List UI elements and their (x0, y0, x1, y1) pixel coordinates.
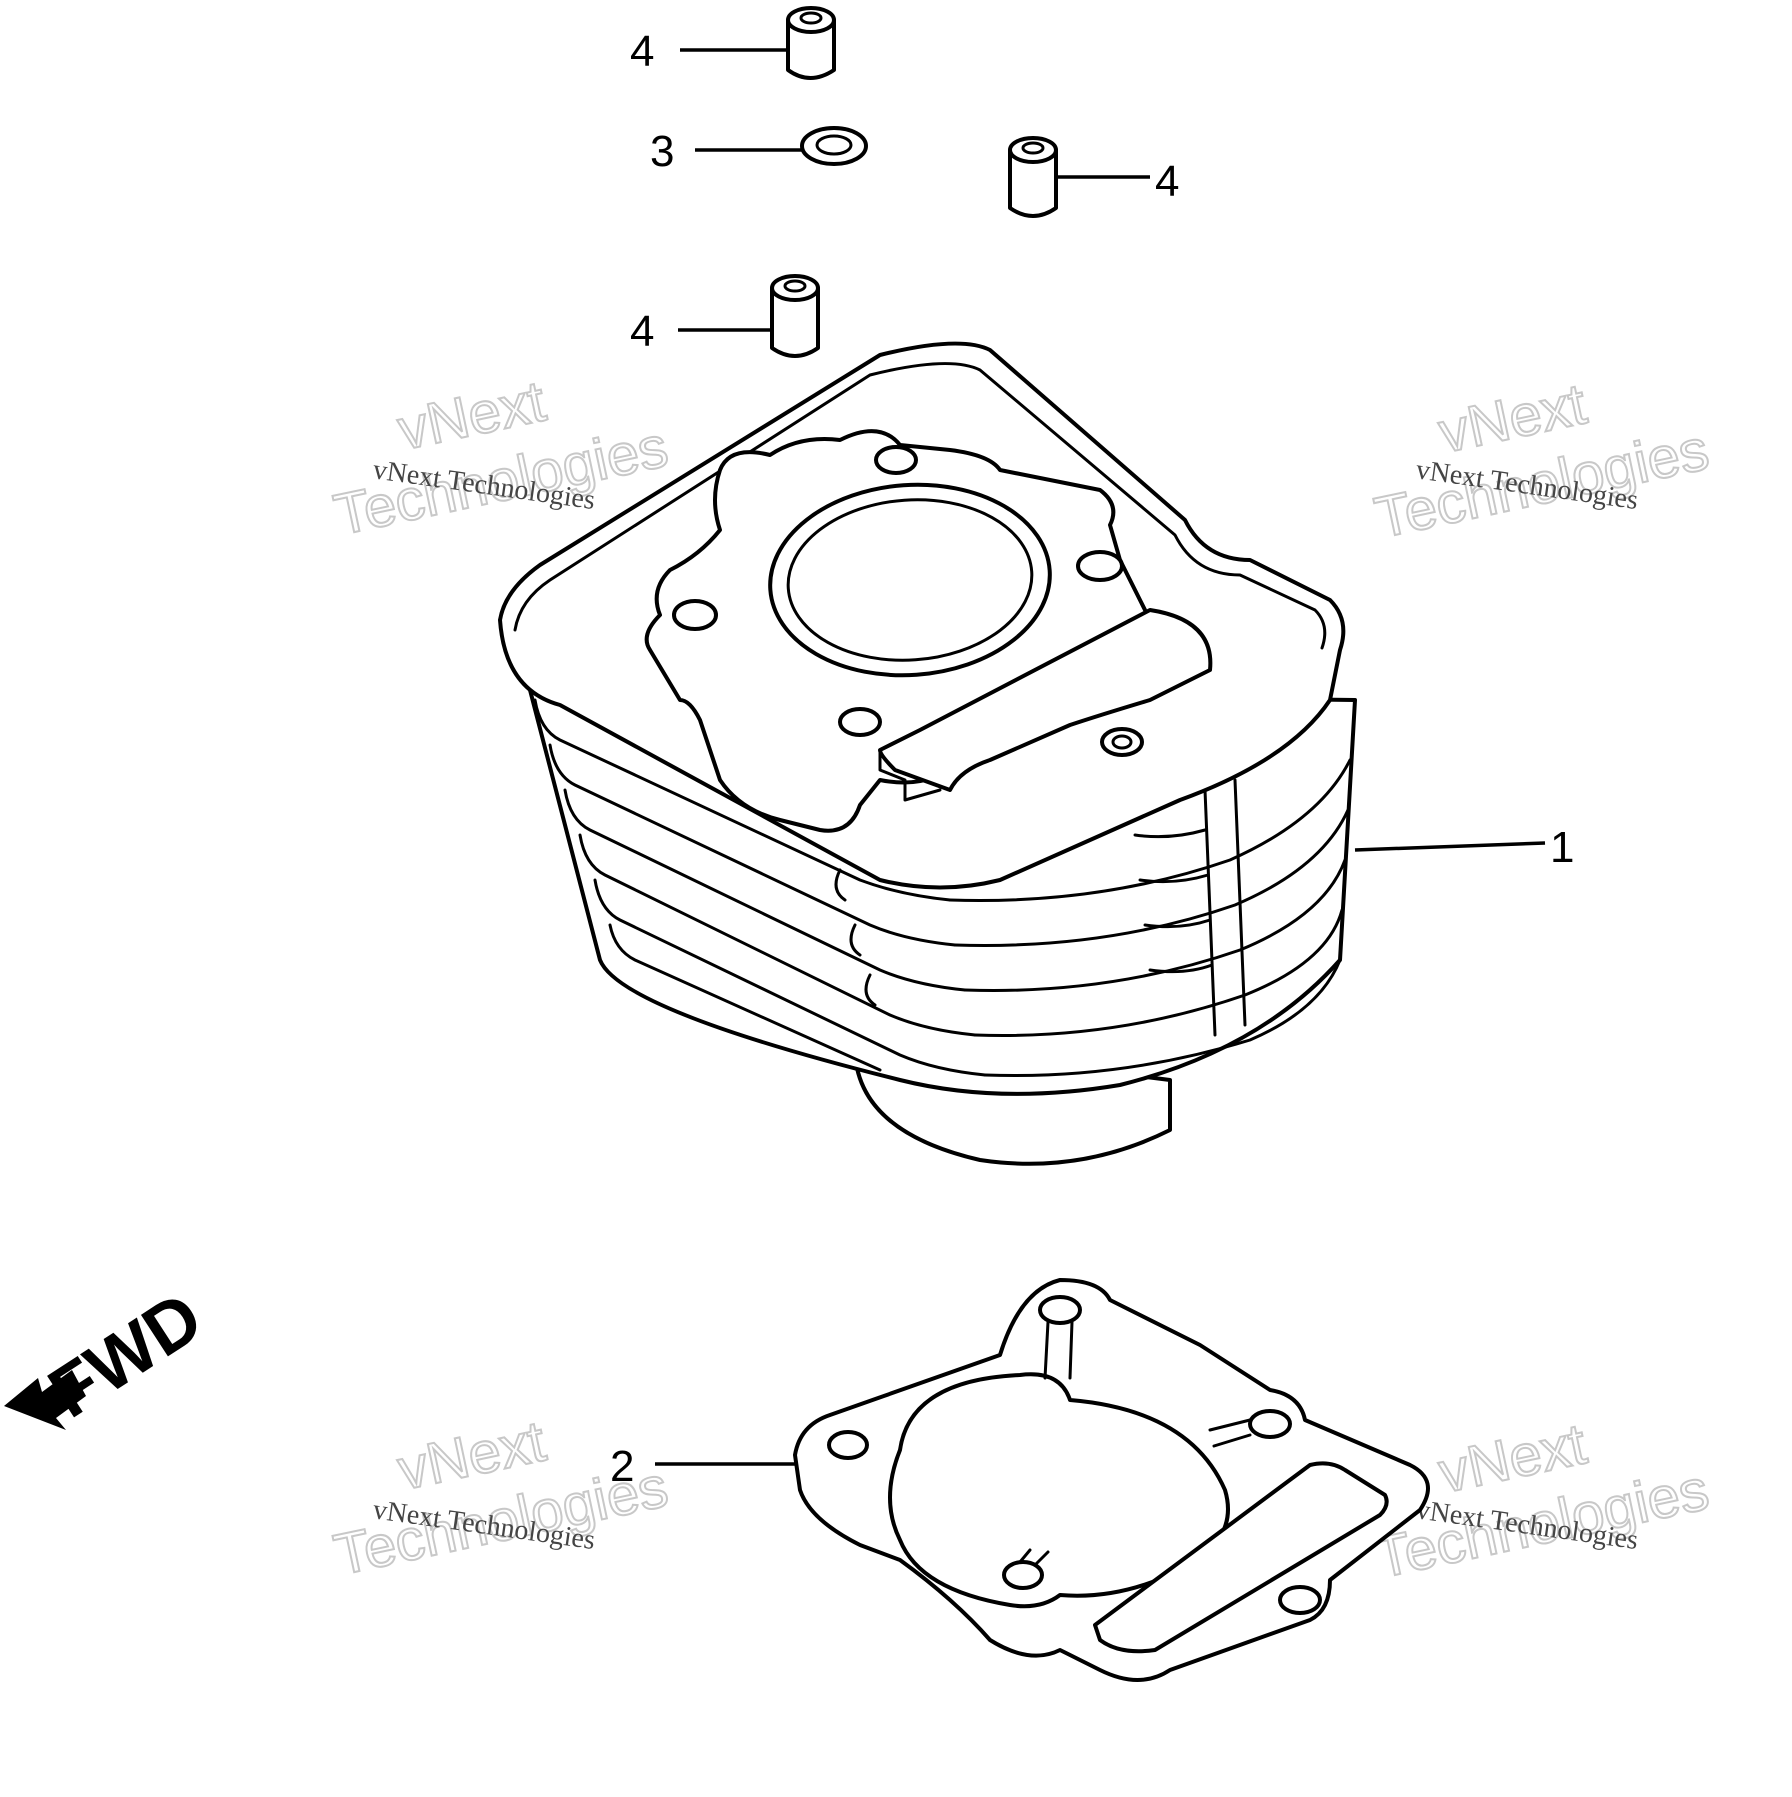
callout-gasket: 2 (610, 1442, 634, 1491)
cylinder-base-gasket[interactable] (793, 1278, 1430, 1682)
callout-o-ring: 3 (650, 127, 674, 176)
o-ring[interactable] (800, 126, 868, 166)
watermark-top-right: vNext Technologies vNext Technologies (1368, 370, 1715, 552)
dowel-pin-right[interactable] (1008, 136, 1058, 218)
forward-direction-indicator: FWD (4, 1277, 216, 1433)
callout-dowel-right: 4 (1155, 157, 1179, 206)
forward-arrow-icon (4, 1370, 86, 1430)
callout-cylinder: 1 (1550, 823, 1574, 872)
leader-cylinder (1354, 841, 1546, 852)
dowel-pin-left[interactable] (770, 274, 820, 358)
callout-dowel-left: 4 (630, 307, 654, 356)
dowel-pin-top[interactable] (786, 6, 836, 80)
cylinder[interactable] (498, 341, 1357, 1166)
callout-dowel-top: 4 (630, 27, 654, 76)
